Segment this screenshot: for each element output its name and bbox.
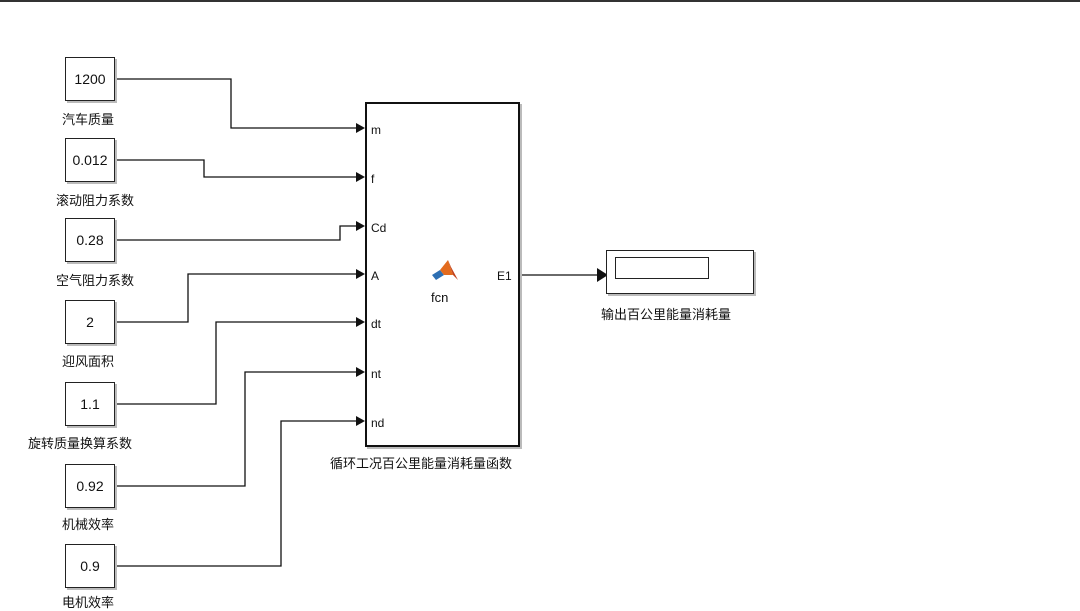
constant-label-drag-coefficient: 空气阻力系数 <box>56 274 135 289</box>
signal-line-nt <box>115 371 356 487</box>
signal-line-f <box>115 159 356 178</box>
constant-block-motor-efficiency[interactable]: 0.9 <box>65 544 115 588</box>
constant-block-frontal-area[interactable]: 2 <box>65 300 115 344</box>
constant-value: 2 <box>86 314 94 330</box>
function-block-label: 循环工况百公里能量消耗量函数 <box>330 457 513 472</box>
constant-block-mechanical-efficiency[interactable]: 0.92 <box>65 464 115 508</box>
constant-value: 0.9 <box>80 558 100 574</box>
arrow-nd <box>356 416 365 426</box>
display-block-label: 输出百公里能量消耗量 <box>601 308 732 323</box>
input-port-dt: dt <box>371 317 382 331</box>
output-port-e1: E1 <box>497 269 512 283</box>
input-port-cd: Cd <box>371 221 387 235</box>
arrow-dt <box>356 317 365 327</box>
input-port-nd: nd <box>371 416 385 430</box>
display-block[interactable] <box>606 250 754 294</box>
constant-value: 0.012 <box>72 152 108 168</box>
constant-label-rotating-mass: 旋转质量换算系数 <box>28 437 133 452</box>
constant-label-mechanical-efficiency: 机械效率 <box>62 518 115 533</box>
constant-block-drag-coefficient[interactable]: 0.28 <box>65 218 115 262</box>
arrow-e1 <box>597 268 608 282</box>
constant-value: 1.1 <box>80 396 100 412</box>
window-top-border <box>0 0 1080 2</box>
constant-label-frontal-area: 迎风面积 <box>62 355 115 370</box>
arrow-nt <box>356 367 365 377</box>
arrow-a <box>356 269 365 279</box>
constant-label-rolling-resistance: 滚动阻力系数 <box>56 194 135 209</box>
constant-block-mass[interactable]: 1200 <box>65 57 115 101</box>
input-port-nt: nt <box>371 367 382 381</box>
arrow-m <box>356 123 365 133</box>
function-name: fcn <box>431 290 449 305</box>
matlab-function-block[interactable]: m f Cd A dt nt nd E1 fcn <box>365 102 520 447</box>
input-port-f: f <box>371 172 375 186</box>
arrow-cd <box>356 221 365 231</box>
display-value-field <box>615 257 709 279</box>
input-port-m: m <box>371 123 381 137</box>
signal-line-m <box>115 78 356 129</box>
input-port-a: A <box>371 269 380 283</box>
arrow-f <box>356 172 365 182</box>
constant-value: 1200 <box>74 71 106 87</box>
constant-value: 0.28 <box>76 232 104 248</box>
constant-block-rolling-resistance[interactable]: 0.012 <box>65 138 115 182</box>
signal-line-dt <box>115 321 356 405</box>
constant-label-motor-efficiency: 电机效率 <box>62 596 115 611</box>
constant-value: 0.92 <box>76 478 104 494</box>
signal-line-a <box>115 273 356 323</box>
signal-line-cd <box>115 225 356 241</box>
constant-block-rotating-mass[interactable]: 1.1 <box>65 382 115 426</box>
constant-label-mass: 汽车质量 <box>62 113 115 128</box>
signal-line-nd <box>115 420 356 567</box>
matlab-logo-icon <box>432 260 458 280</box>
